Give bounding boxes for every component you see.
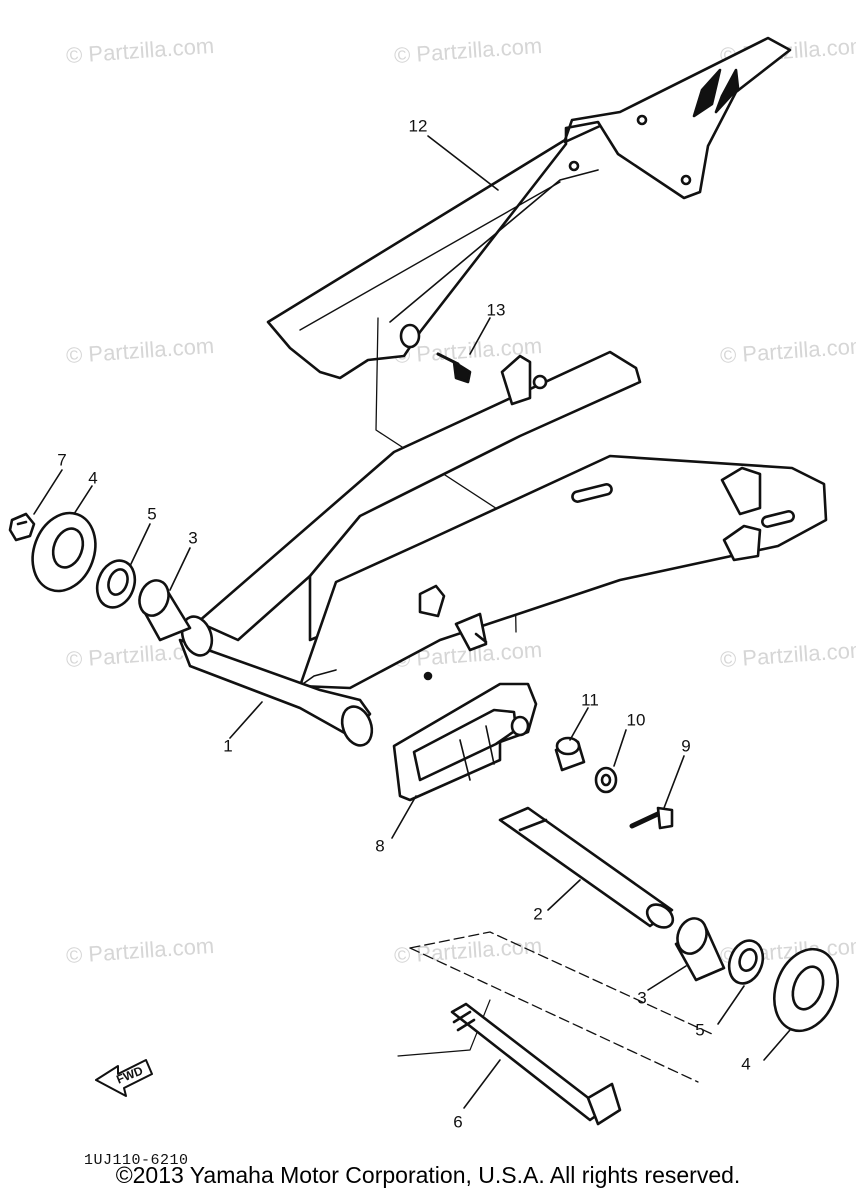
callout-9: 9 [681,736,691,756]
pivot-bolt-part-6 [450,1002,622,1126]
callout-13: 13 [486,300,506,320]
callout-leaders [33,135,791,1109]
swingarm-part-1 [178,350,828,747]
callout-3: 3 [188,528,198,548]
dust-cover-part-4-right [773,947,839,1033]
callout-2: 2 [533,904,543,924]
bolt-part-13 [436,352,472,384]
callout-5-lower: 5 [695,1020,705,1040]
callout-11: 11 [581,690,599,710]
callout-6: 6 [453,1112,463,1132]
callout-8: 8 [375,836,385,856]
copyright-notice: ©2013 Yamaha Motor Corporation, U.S.A. A… [115,1162,741,1188]
cap-bolt-part-7 [8,512,36,542]
chain-case-part-12 [266,36,792,380]
forward-arrow-icon [95,1059,153,1097]
callout-4: 4 [88,468,98,488]
callout-1: 1 [223,736,233,756]
washer-part-10 [594,766,618,794]
callout-3-lower: 3 [637,988,647,1008]
dust-cover-part-4-left [31,511,97,593]
oil-seal-part-5-right [727,939,765,985]
callout-4-lower: 4 [741,1054,751,1074]
bushing-part-3-right [674,917,726,982]
callout-7: 7 [57,450,67,470]
pivot-shaft-part-2 [498,806,675,929]
collar-part-11 [554,736,586,772]
leader-lines [375,317,713,1083]
oil-seal-part-5-left [95,559,137,609]
callout-10: 10 [626,710,646,730]
bushing-part-3-left [138,579,192,642]
diagram-code: 1UJ110-6210 [84,1152,189,1169]
callout-12: 12 [408,116,428,136]
bolt-part-9 [629,806,674,830]
callout-5: 5 [147,504,157,524]
chain-guide-part-8 [392,682,538,802]
